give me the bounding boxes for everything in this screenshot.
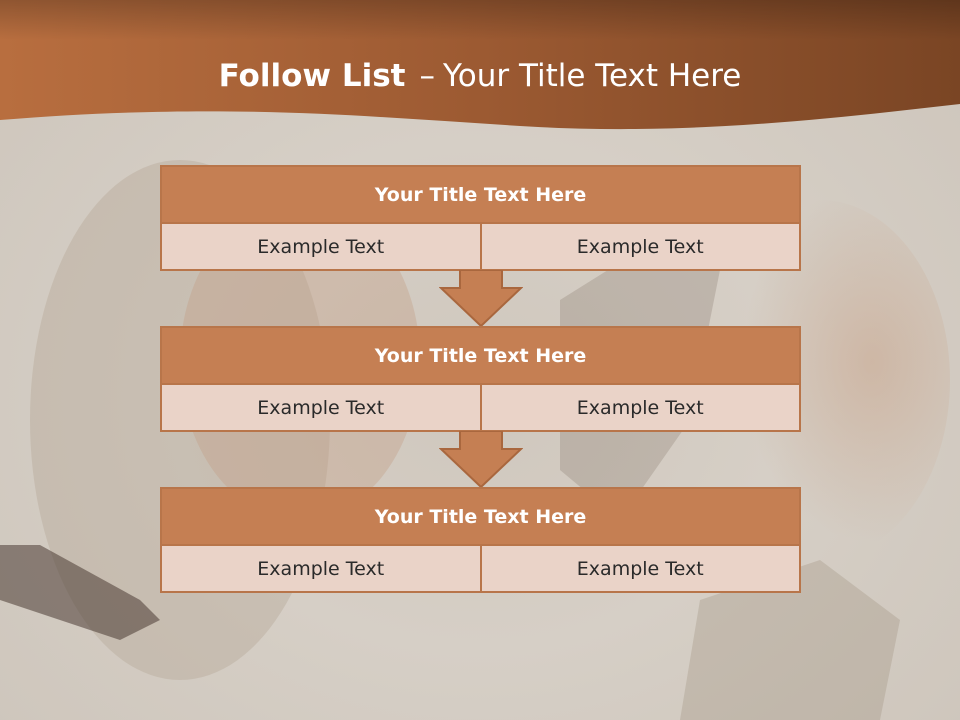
block-row: Example Text Example Text — [162, 385, 799, 430]
block-cell-right: Example Text — [479, 385, 799, 430]
block-cell-left: Example Text — [162, 385, 480, 430]
list-block-3: Your Title Text Here Example Text Exampl… — [160, 487, 801, 593]
block-row: Example Text Example Text — [162, 546, 799, 591]
down-arrow-icon — [439, 270, 523, 328]
block-title: Your Title Text Here — [162, 489, 799, 546]
block-cell-left: Example Text — [162, 546, 480, 591]
block-cell-left: Example Text — [162, 224, 480, 269]
list-block-2: Your Title Text Here Example Text Exampl… — [160, 326, 801, 432]
block-row: Example Text Example Text — [162, 224, 799, 269]
block-title: Your Title Text Here — [162, 328, 799, 385]
slide-title: Follow List–Your Title Text Here — [0, 56, 960, 96]
block-cell-right: Example Text — [479, 546, 799, 591]
block-cell-right: Example Text — [479, 224, 799, 269]
header-band — [0, 0, 960, 130]
down-arrow-icon — [439, 431, 523, 489]
title-bold: Follow List — [218, 58, 406, 94]
block-title: Your Title Text Here — [162, 167, 799, 224]
title-dash: – — [419, 58, 435, 94]
list-block-1: Your Title Text Here Example Text Exampl… — [160, 165, 801, 271]
title-rest: Your Title Text Here — [442, 58, 742, 94]
